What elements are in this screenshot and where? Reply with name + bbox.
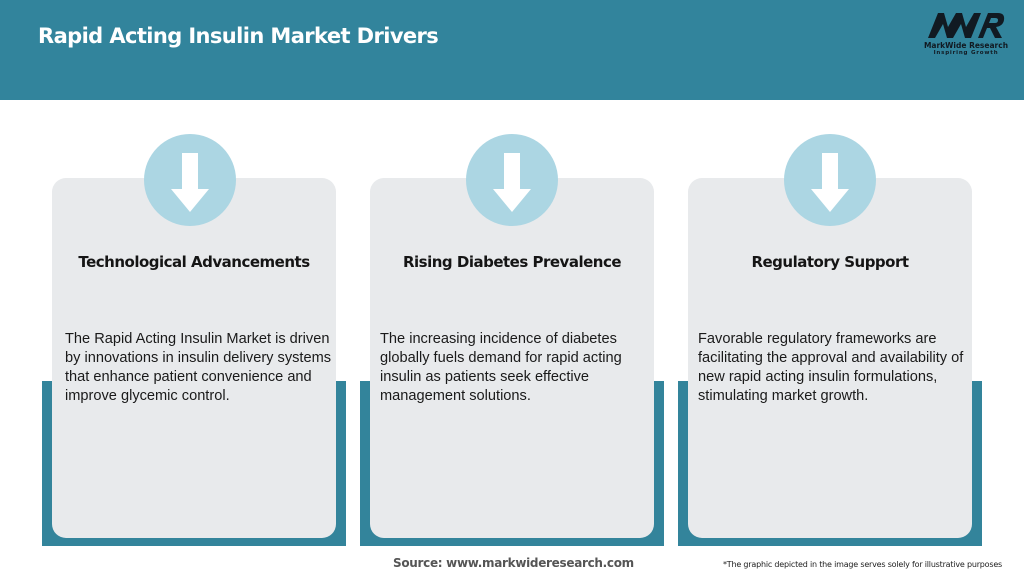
card-description: The increasing incidence of diabetes glo… — [380, 331, 622, 404]
card-title: Regulatory Support — [751, 253, 909, 271]
card-description: Favorable regulatory frameworks are faci… — [698, 331, 964, 404]
mwr-logo-icon — [928, 13, 1005, 38]
arrow-down-icon — [144, 134, 236, 226]
driver-card-rising-diabetes-prevalence: Rising Diabetes Prevalence The increasin… — [370, 178, 654, 538]
source-credit: Source: www.markwideresearch.com — [393, 556, 634, 570]
arrow-down-icon — [466, 134, 558, 226]
driver-card-technological-advancements: Technological Advancements The Rapid Act… — [52, 178, 336, 538]
card-title: Rising Diabetes Prevalence — [402, 253, 622, 271]
arrow-down-icon — [784, 134, 876, 226]
header-banner: Rapid Acting Insulin Market Drivers Mark… — [0, 0, 1024, 100]
page-title: Rapid Acting Insulin Market Drivers — [38, 24, 439, 48]
markwide-research-logo: MarkWide Research Inspiring Growth — [918, 8, 1014, 58]
logo-company-name: MarkWide Research — [923, 41, 1009, 50]
disclaimer-note: *The graphic depicted in the image serve… — [723, 560, 1003, 569]
card-title: Technological Advancements — [78, 253, 310, 271]
logo-tagline: Inspiring Growth — [933, 50, 999, 56]
driver-card-regulatory-support: Regulatory Support Favorable regulatory … — [688, 178, 972, 538]
card-description: The Rapid Acting Insulin Market is drive… — [65, 331, 332, 404]
